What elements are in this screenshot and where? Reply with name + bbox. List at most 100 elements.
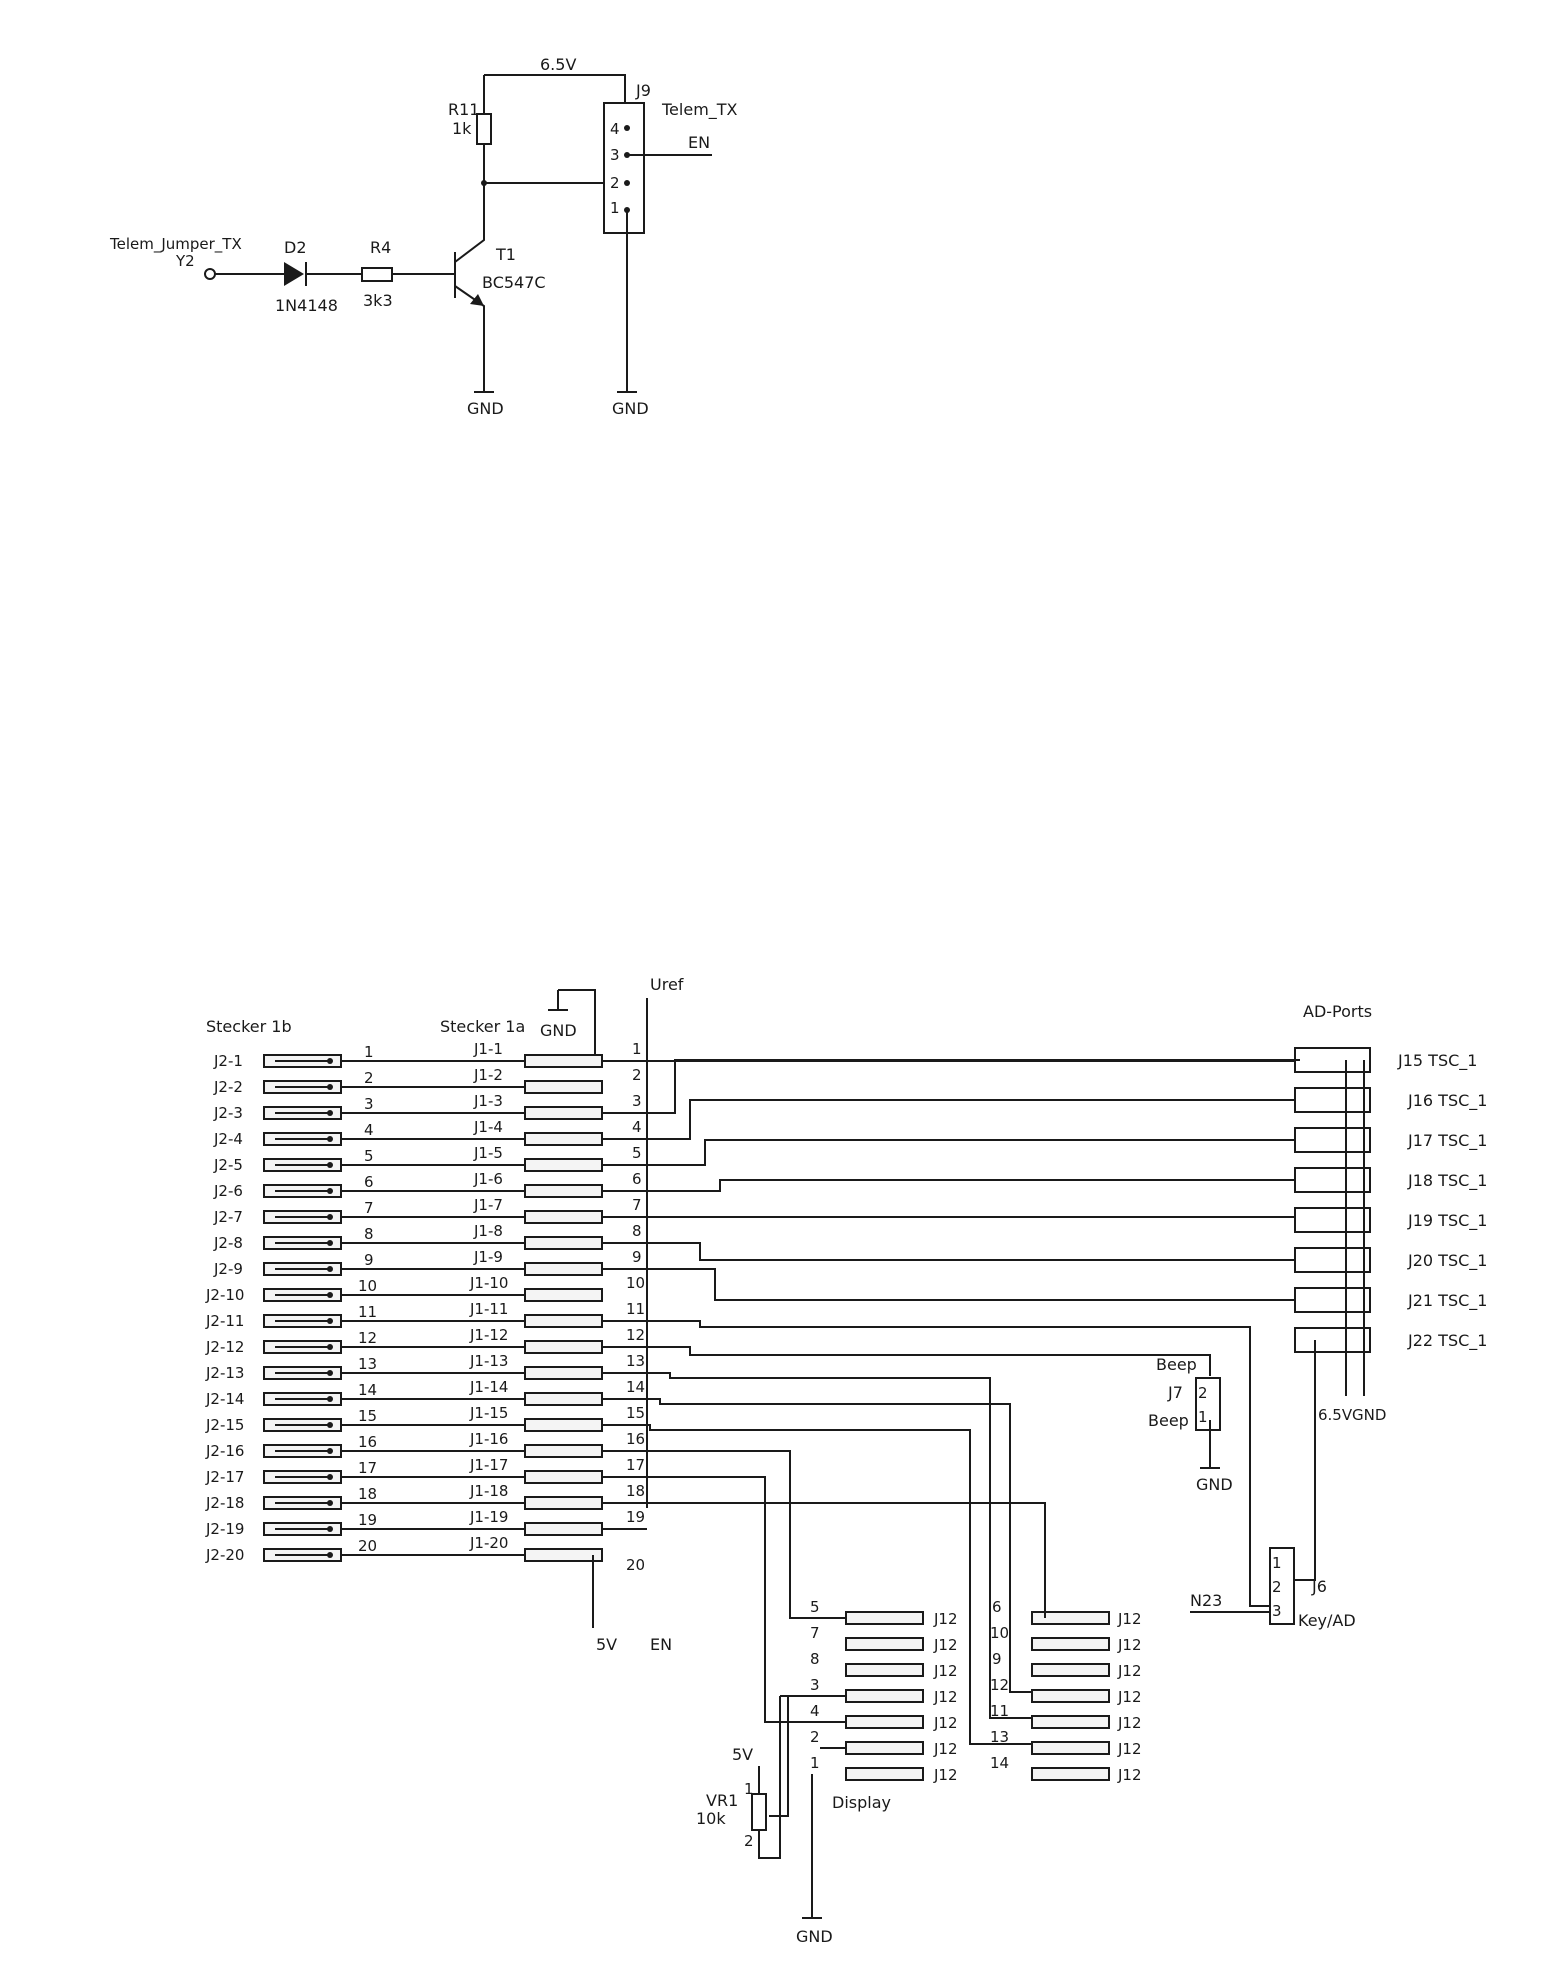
- display-gnd-label: GND: [796, 1927, 833, 1946]
- wire-pin-number: 1: [364, 1043, 374, 1061]
- vr1-value: 10k: [696, 1809, 726, 1828]
- j2-label: J2-7: [213, 1208, 243, 1226]
- j1-pin-number: 11: [626, 1300, 645, 1318]
- wire-pin-number: 17: [358, 1459, 377, 1477]
- j1-label: J1-12: [469, 1326, 508, 1344]
- j9-ref: J9: [635, 81, 651, 100]
- ad-ports-title: AD-Ports: [1303, 1002, 1372, 1021]
- j2-row: J2-7: [213, 1208, 342, 1226]
- j12-label: J12: [1117, 1688, 1142, 1706]
- j2-label: J2-15: [205, 1416, 244, 1434]
- j2-label: J2-8: [213, 1234, 243, 1252]
- d2-ref: D2: [284, 238, 307, 257]
- connector-circuit: Stecker 1b Stecker 1a Uref GND J2-1 J2-2…: [205, 975, 1487, 1946]
- j2-row: J2-17: [205, 1468, 342, 1486]
- j12-label: J12: [933, 1688, 958, 1706]
- ad-port-label: J21 TSC_1: [1407, 1291, 1487, 1311]
- j6-net-label: N23: [1190, 1591, 1222, 1610]
- j2-row: J2-18: [205, 1494, 342, 1512]
- j2-j1-wires: 1 2 3 4 5 6 7 8 9 10 11 12 13 14 15 16 1…: [341, 1043, 525, 1556]
- r11-value: 1k: [452, 119, 472, 138]
- j1-pin-number: 4: [632, 1118, 642, 1136]
- j7-connector: [1195, 1377, 1221, 1431]
- wire-pin-number: 6: [364, 1173, 374, 1191]
- display-j12-right: [1031, 1611, 1110, 1781]
- display-name: Display: [832, 1793, 891, 1812]
- j12-label: J12: [1117, 1714, 1142, 1732]
- ad-ports-6v5-label: 6.5V: [1318, 1406, 1353, 1424]
- vr1-pin-2: 2: [744, 1832, 754, 1850]
- j9-name: Telem_TX: [661, 100, 738, 120]
- j1-pin-number: 2: [632, 1066, 642, 1084]
- j9-pin-4: 4: [610, 120, 620, 138]
- j1-pin-number: 10: [626, 1274, 645, 1292]
- d2-value: 1N4148: [275, 296, 338, 315]
- r4-resistor: [361, 267, 393, 282]
- j2-row: J2-14: [205, 1390, 342, 1408]
- display-right-pin: 12: [990, 1676, 1009, 1694]
- j2-label: J2-2: [213, 1078, 243, 1096]
- input-terminal: [204, 268, 216, 280]
- vr1-potentiometer: [751, 1793, 767, 1831]
- wire-pin-number: 12: [358, 1329, 377, 1347]
- j2-label: J2-5: [213, 1156, 243, 1174]
- j1-pin-number: 17: [626, 1456, 645, 1474]
- j12-label: J12: [1117, 1610, 1142, 1628]
- wire-pin-number: 4: [364, 1121, 374, 1139]
- beep-ref: J7: [1167, 1383, 1183, 1402]
- j2-row: J2-1: [213, 1052, 342, 1070]
- display-right-pin: 11: [990, 1702, 1009, 1720]
- j2-label: J2-6: [213, 1182, 243, 1200]
- ad-port-label: J20 TSC_1: [1407, 1251, 1487, 1271]
- telemetry-circuit: 6.5V R11 1k J9 Telem_TX 4 3 2 1 EN Telem…: [109, 55, 738, 418]
- j1-pin-number: 13: [626, 1352, 645, 1370]
- j1-label: J1-16: [469, 1430, 508, 1448]
- wire-pin-number: 13: [358, 1355, 377, 1373]
- j1-pin-number: 3: [632, 1092, 642, 1110]
- wire-pin-number: 10: [358, 1277, 377, 1295]
- j12-label: J12: [1117, 1740, 1142, 1758]
- j2-row: J2-8: [213, 1234, 342, 1252]
- j2-label: J2-1: [213, 1052, 243, 1070]
- display-left-pin: 8: [810, 1650, 820, 1668]
- display-5v-label: 5V: [732, 1745, 753, 1764]
- j2-label: J2-4: [213, 1130, 243, 1148]
- stecker-1b-label: Stecker 1b: [206, 1017, 292, 1036]
- vr1-ref: VR1: [706, 1791, 738, 1810]
- r4-ref: R4: [370, 238, 391, 257]
- j9-pin-3: 3: [610, 146, 620, 164]
- display-right-pin: 14: [990, 1754, 1009, 1772]
- j1-pin-number: 18: [626, 1482, 645, 1500]
- j6-connector: [1269, 1547, 1295, 1625]
- j2-row: J2-11: [205, 1312, 342, 1330]
- wire-pin-number: 8: [364, 1225, 374, 1243]
- j2-row: J2-20: [205, 1546, 342, 1564]
- r4-value: 3k3: [363, 291, 393, 310]
- wire-pin-number: 20: [358, 1537, 377, 1555]
- j6-pin-3: 3: [1272, 1602, 1282, 1620]
- j1-label: J1-7: [473, 1196, 503, 1214]
- j1-label: J1-17: [469, 1456, 508, 1474]
- ad-port-label: J16 TSC_1: [1407, 1091, 1487, 1111]
- j2-connector: J2-1 J2-2 J2-3 J2-4 J2-5 J2-6 J2-7 J2-8 …: [205, 1052, 342, 1564]
- j12-label: J12: [933, 1740, 958, 1758]
- j1-label: J1-14: [469, 1378, 508, 1396]
- j1-5v-label: 5V: [596, 1635, 617, 1654]
- display-left-pin: 7: [810, 1624, 820, 1642]
- ad-ports-connectors: [1294, 1047, 1371, 1353]
- wire-pin-number: 5: [364, 1147, 374, 1165]
- j1-pin-number: 15: [626, 1404, 645, 1422]
- j2-row: J2-13: [205, 1364, 342, 1382]
- j6-ref: J6: [1311, 1577, 1327, 1596]
- j9-pin-2: 2: [610, 174, 620, 192]
- j2-label: J2-13: [205, 1364, 244, 1382]
- j2-row: J2-12: [205, 1338, 342, 1356]
- j2-row: J2-3: [213, 1104, 342, 1122]
- j2-row: J2-5: [213, 1156, 342, 1174]
- beep-label-bottom: Beep: [1148, 1411, 1189, 1430]
- j1-pin-number: 20: [626, 1556, 645, 1574]
- r11-ref: R11: [448, 100, 479, 119]
- display-right-pin: 13: [990, 1728, 1009, 1746]
- j7-pin-2: 2: [1198, 1384, 1208, 1402]
- ad-port-label: J18 TSC_1: [1407, 1171, 1487, 1191]
